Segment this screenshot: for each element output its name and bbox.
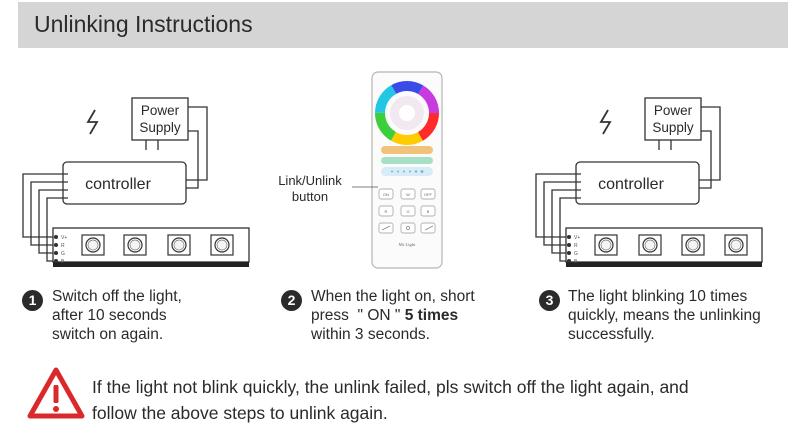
off-button	[420, 188, 436, 200]
mains-bolt-icon	[86, 109, 99, 135]
remote-button-label: G	[406, 209, 409, 214]
controller-box	[575, 161, 700, 205]
left-wiring-diagram	[22, 97, 250, 267]
mode-button	[420, 222, 436, 234]
callout-label: Link/Unlink	[278, 173, 342, 188]
power-supply-box	[644, 97, 702, 141]
on-button	[378, 188, 394, 200]
step-3-text: The light blinking 10 times quickly, mea…	[568, 287, 761, 344]
step-line: When the light on, short	[311, 288, 475, 305]
remote-button-label: ON	[383, 192, 389, 197]
led-chip	[81, 234, 105, 256]
emphasis-text: 5 times	[404, 307, 459, 324]
temperature-slider	[381, 157, 433, 164]
led-chip	[123, 234, 147, 256]
link-unlink-callout: Link/Unlink button	[270, 173, 350, 205]
step-line: The light blinking 10 times	[568, 288, 748, 305]
pin-label: R	[574, 243, 578, 249]
green-button	[400, 205, 416, 217]
pin-label: V+	[61, 235, 67, 241]
step-line: within 3 seconds.	[311, 326, 430, 343]
callout-label: button	[291, 189, 329, 204]
step-line: after 10 seconds	[52, 307, 167, 324]
white-button	[400, 188, 416, 200]
remote-button-label: OFF	[424, 192, 433, 197]
step-2-text: When the light on, short press " ON " 5 …	[311, 287, 475, 344]
controller-box	[62, 161, 187, 205]
remote-button-label: W	[406, 192, 410, 197]
pin-label: G	[574, 251, 578, 257]
step-number-badge: 3	[539, 290, 560, 311]
brand-logo: Mi·Light	[399, 242, 416, 247]
brightness-slider	[381, 146, 433, 154]
pin-label: V+	[574, 235, 580, 241]
step-line: Switch off the light,	[52, 288, 182, 305]
page-title: Unlinking Instructions	[34, 11, 253, 37]
led-chip	[594, 234, 618, 256]
warning-icon	[27, 367, 85, 419]
remote-button-label: B	[427, 209, 430, 214]
pin-label: G	[61, 251, 65, 257]
power-supply-label: Supply	[652, 120, 694, 135]
step-line: press " ON " 5 times	[311, 306, 475, 325]
step-1-text: Switch off the light, after 10 seconds s…	[52, 287, 182, 344]
header-bar: Unlinking Instructions	[18, 2, 788, 48]
warning-line: follow the above steps to unlink again.	[92, 403, 388, 423]
controller-label: controller	[85, 176, 151, 193]
right-wiring-diagram	[535, 97, 763, 267]
power-supply-label: Supply	[139, 120, 181, 135]
controller-label: controller	[598, 176, 664, 193]
mode-button	[400, 222, 416, 234]
mains-bolt-icon	[599, 109, 612, 135]
step-line-part: press " ON "	[311, 307, 405, 324]
power-supply-label: Power	[141, 103, 180, 118]
pin-label: R	[61, 243, 65, 249]
remote-control	[352, 71, 443, 269]
led-chip	[681, 234, 705, 256]
led-chip	[638, 234, 662, 256]
led-chip	[167, 234, 191, 256]
remote-button-label: R	[385, 209, 388, 214]
step-line: successfully.	[568, 326, 655, 343]
step-number-badge: 1	[22, 290, 43, 311]
led-chip	[724, 234, 748, 256]
led-chip	[210, 234, 234, 256]
speed-slider	[381, 167, 433, 176]
warning-line: If the light not blink quickly, the unli…	[92, 377, 689, 397]
step-line: switch on again.	[52, 326, 164, 343]
pin-label: B	[61, 259, 65, 265]
power-supply-box	[131, 97, 189, 141]
step-number-badge: 2	[281, 290, 302, 311]
red-button	[378, 205, 394, 217]
power-supply-label: Power	[654, 103, 693, 118]
color-wheel-icon	[375, 81, 439, 145]
pin-label: B	[574, 259, 578, 265]
step-line: quickly, means the unlinking	[568, 307, 761, 324]
blue-button	[420, 205, 436, 217]
warning-message: If the light not blink quickly, the unli…	[92, 374, 797, 426]
